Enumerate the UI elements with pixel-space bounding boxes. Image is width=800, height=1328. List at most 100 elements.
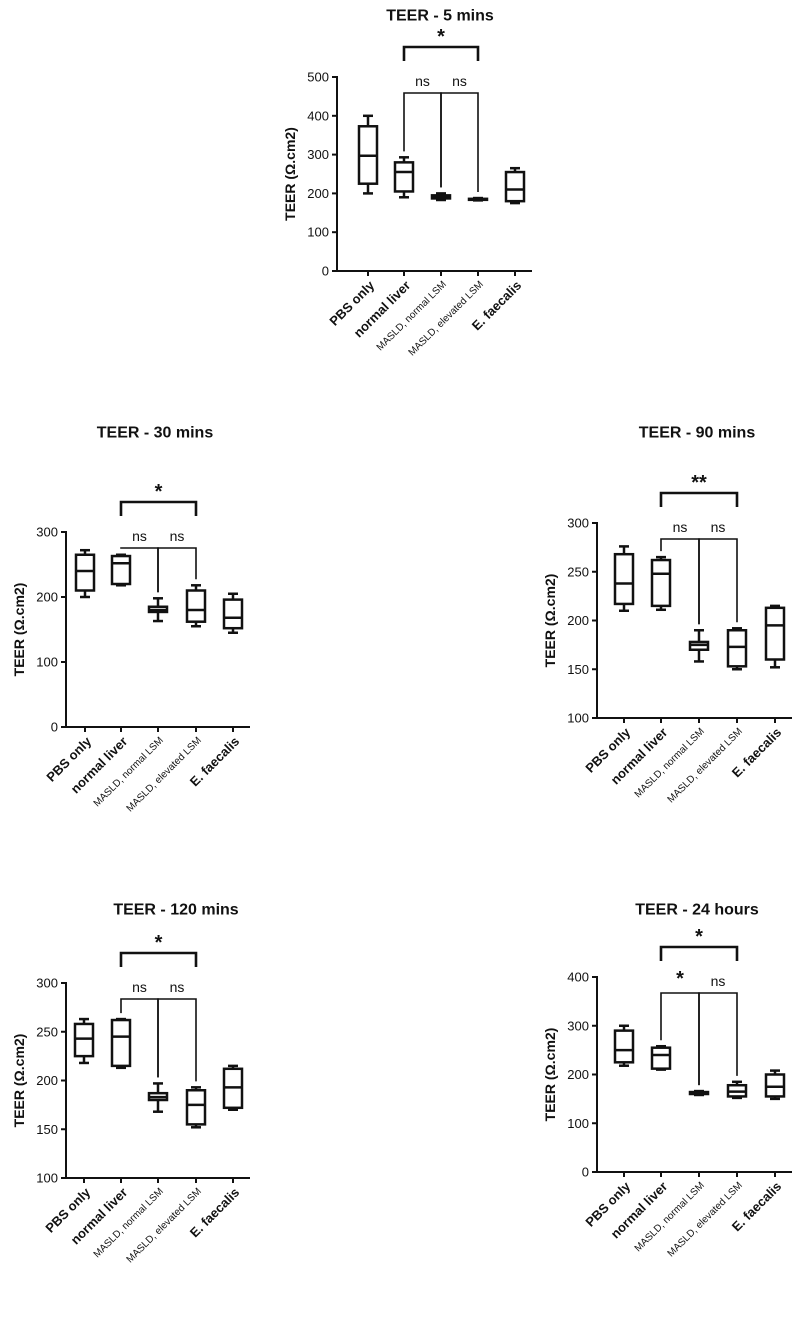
chart-title: TEER - 90 mins [639,425,756,442]
y-tick-label: 0 [51,720,58,735]
box-plot-4 [185,1086,207,1129]
box-body [726,629,748,668]
box-plot-3 [688,1089,710,1097]
box-body [110,554,132,586]
significance-label: * [155,932,163,954]
y-axis-label: TEER (Ω.cm2) [11,583,27,677]
significance-bracket: ns [120,528,159,593]
y-tick-label: 250 [36,1024,58,1039]
y-tick-label: 100 [307,225,329,240]
y-tick-label: 200 [567,613,589,628]
x-category-label: MASLD, normal LSM [633,726,707,800]
significance-label: * [437,26,445,48]
box-body [613,552,635,606]
box-plot-3 [147,597,169,623]
box-plot-2 [110,1017,132,1070]
box-plot-4 [726,1080,748,1100]
box-plot-1 [74,548,96,599]
x-category-label: MASLD, normal LSM [92,1186,166,1260]
box-plot-4 [726,627,748,671]
box-plot-4 [185,584,207,628]
significance-label: ns [415,73,430,89]
box-plot-3 [430,192,452,202]
bracket-line [660,538,700,625]
significance-label: ns [170,979,185,995]
box-body [73,1022,95,1058]
box-plot-5 [222,1064,244,1111]
bracket-line [157,547,197,593]
y-tick-label: 100 [36,655,58,670]
significance-label: ** [691,472,707,494]
y-axis-label: TEER (Ω.cm2) [282,127,298,221]
bracket-line [119,951,198,967]
y-tick-label: 0 [582,1165,589,1180]
significance-bracket: * [119,481,198,516]
y-tick-label: 300 [36,976,58,991]
significance-bracket: ns [120,979,159,1078]
box-body [650,1046,672,1070]
significance-bracket: ns [403,73,442,188]
significance-label: ns [711,973,726,989]
y-tick-label: 300 [36,525,58,540]
box-body [613,1029,635,1064]
y-axis-label: TEER (Ω.cm2) [11,1034,27,1128]
significance-bracket: ns [698,973,738,1086]
bracket-line [440,92,479,193]
significance-label: ns [673,519,688,535]
bracket-line [698,992,738,1086]
box-plot-2 [650,555,672,612]
box-plot-5 [764,1069,786,1101]
bracket-line [660,992,700,1086]
box-plot-5 [764,604,786,669]
box-body [110,1018,132,1068]
chart-title: TEER - 24 hours [635,902,759,919]
x-category-label: MASLD, normal LSM [633,1180,707,1254]
y-tick-label: 200 [36,590,58,605]
box-body [185,589,207,623]
box-plot-2 [393,156,415,199]
chart-title: TEER - 5 mins [386,8,494,25]
significance-label: ns [711,519,726,535]
box-body [185,1089,207,1126]
significance-label: ns [132,528,147,544]
box-body [222,598,244,630]
significance-label: * [695,926,703,948]
box-body [504,170,526,203]
box-plot-2 [650,1044,672,1071]
y-tick-label: 400 [307,108,329,123]
significance-label: ns [452,73,467,89]
box-plot-1 [613,1024,635,1067]
y-tick-label: 250 [567,564,589,579]
y-tick-label: 200 [307,186,329,201]
y-axis-label: TEER (Ω.cm2) [542,574,558,668]
box-plot-2 [110,553,132,587]
significance-bracket: * [402,26,480,61]
bracket-line [157,998,197,1082]
y-tick-label: 100 [567,1116,589,1131]
y-axis-label: TEER (Ω.cm2) [542,1028,558,1122]
significance-label: ns [132,979,147,995]
significance-bracket: * [119,932,198,967]
box-plot-3 [688,629,710,663]
chart-title: TEER - 30 mins [97,425,214,442]
bracket-line [120,547,159,593]
y-tick-label: 500 [307,70,329,85]
y-tick-label: 100 [36,1171,58,1186]
box-body [393,161,415,193]
box-body [650,558,672,608]
y-tick-label: 300 [567,1018,589,1033]
box-plot-1 [73,1017,95,1065]
box-plot-5 [504,166,526,205]
significance-bracket: * [659,926,739,961]
box-plot-4 [467,196,489,202]
y-tick-label: 100 [567,711,589,726]
box-plot-3 [147,1082,169,1113]
bracket-line [698,538,738,625]
y-tick-label: 0 [322,264,329,279]
significance-label: * [155,481,163,503]
bracket-line [659,945,739,961]
